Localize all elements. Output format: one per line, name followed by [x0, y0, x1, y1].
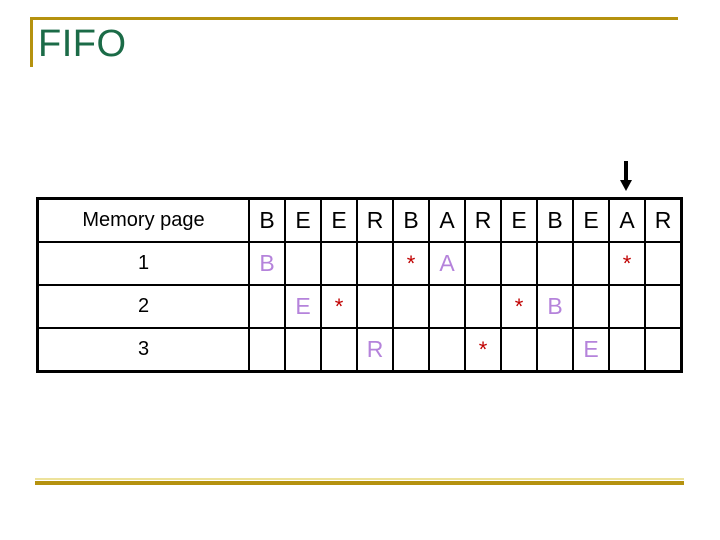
empty-cell: [608, 284, 646, 329]
frame-number-cell: 3: [36, 327, 250, 373]
empty-cell: [248, 327, 286, 373]
frame-row: 3 R * E: [36, 327, 683, 373]
hit-marker-cell: *: [464, 327, 502, 373]
empty-cell: [392, 327, 430, 373]
empty-cell: [428, 327, 466, 373]
empty-cell: [536, 241, 574, 286]
page-load-cell: R: [356, 327, 394, 373]
empty-cell: [284, 327, 322, 373]
page-load-cell: B: [536, 284, 574, 329]
empty-cell: [320, 327, 358, 373]
empty-cell: [428, 284, 466, 329]
reference-letter-cell: R: [464, 197, 502, 243]
page-load-cell: B: [248, 241, 286, 286]
empty-cell: [644, 327, 683, 373]
top-divider-line: [31, 17, 678, 20]
empty-cell: [572, 284, 610, 329]
hit-marker-cell: *: [500, 284, 538, 329]
reference-letter-cell: A: [428, 197, 466, 243]
empty-cell: [644, 284, 683, 329]
frame-number-cell: 2: [36, 284, 250, 329]
empty-cell: [500, 241, 538, 286]
page-load-cell: E: [284, 284, 322, 329]
reference-letter-cell: B: [392, 197, 430, 243]
hit-marker-cell: *: [320, 284, 358, 329]
frame-number-cell: 1: [36, 241, 250, 286]
empty-cell: [608, 327, 646, 373]
page-load-cell: E: [572, 327, 610, 373]
reference-letter-cell: E: [500, 197, 538, 243]
empty-cell: [356, 241, 394, 286]
slide-title: FIFO: [38, 23, 127, 65]
empty-cell: [248, 284, 286, 329]
empty-cell: [284, 241, 322, 286]
empty-cell: [464, 284, 502, 329]
empty-cell: [536, 327, 574, 373]
reference-letter-cell: B: [536, 197, 574, 243]
empty-cell: [356, 284, 394, 329]
down-arrow-icon: [617, 160, 635, 199]
reference-letter-cell: B: [248, 197, 286, 243]
hit-marker-cell: *: [392, 241, 430, 286]
bottom-divider-line: [35, 481, 684, 485]
empty-cell: [644, 241, 683, 286]
reference-letter-cell: R: [356, 197, 394, 243]
page-load-cell: A: [428, 241, 466, 286]
reference-letter-cell: R: [644, 197, 683, 243]
hit-marker-cell: *: [608, 241, 646, 286]
empty-cell: [320, 241, 358, 286]
reference-letter-cell: E: [320, 197, 358, 243]
empty-cell: [572, 241, 610, 286]
empty-cell: [392, 284, 430, 329]
reference-letter-cell: E: [284, 197, 322, 243]
memory-page-header-cell: Memory page: [36, 197, 250, 243]
bottom-divider-line-light: [35, 478, 684, 480]
left-accent-line: [30, 17, 33, 67]
empty-cell: [464, 241, 502, 286]
empty-cell: [500, 327, 538, 373]
reference-letter-cell: E: [572, 197, 610, 243]
reference-letter-cell: A: [608, 197, 646, 243]
